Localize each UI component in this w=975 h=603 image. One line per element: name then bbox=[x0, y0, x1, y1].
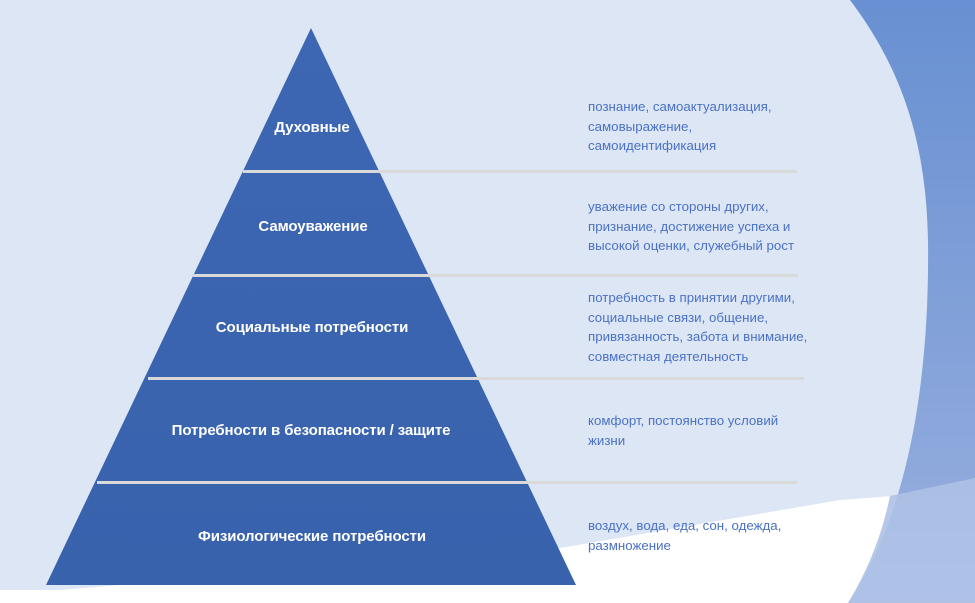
level-3-description: потребность в принятии другими, социальн… bbox=[588, 290, 808, 364]
level-4-description: комфорт, постоянство условий жизни bbox=[588, 413, 779, 448]
level-2-description: уважение со стороны других, признание, д… bbox=[588, 199, 795, 253]
level-5-description: воздух, вода, еда, сон, одежда, размноже… bbox=[588, 518, 782, 553]
level-1-description: познание, самоактуализация, самовыражени… bbox=[588, 99, 772, 153]
pyramid-level-5-label: Физиологические потребности bbox=[198, 528, 426, 545]
decorative-band-lower-overlay bbox=[848, 478, 975, 603]
pyramid-level-1-label: Духовные bbox=[274, 119, 350, 136]
decorative-curved-band bbox=[848, 0, 975, 603]
level-separators bbox=[97, 170, 804, 484]
pyramid-shape bbox=[46, 28, 576, 585]
pyramid-level-2-label: Самоуважение bbox=[258, 218, 368, 235]
pyramid-level-4-label: Потребности в безопасности / защите bbox=[171, 422, 451, 439]
pyramid-level-3-label: Социальные потребности bbox=[215, 319, 409, 336]
